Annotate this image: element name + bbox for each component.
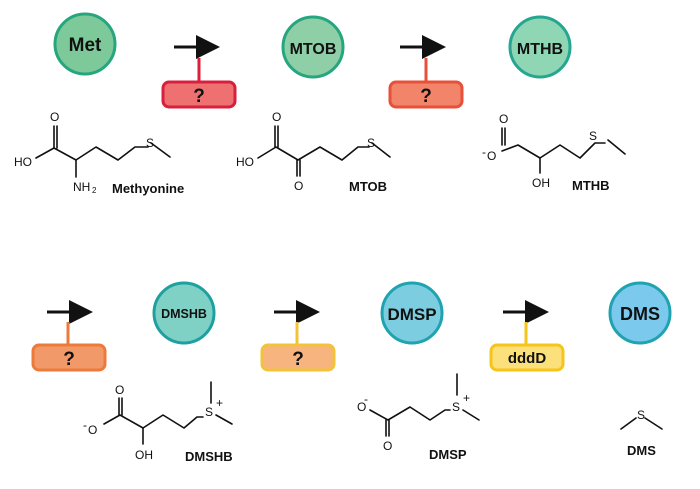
- structure-dmshb: O O - OH S + DMSHB: [83, 381, 233, 464]
- enzyme-box: [31, 343, 107, 372]
- atom-label: +: [463, 391, 470, 405]
- enzyme-node-3: ?: [31, 322, 107, 372]
- structure-mthb: O O - OH S MTHB: [482, 112, 626, 193]
- enzyme-node-5: dddD: [489, 322, 565, 372]
- atom-label: O: [115, 383, 124, 397]
- atom-label: -: [83, 418, 87, 432]
- atom-label: O: [383, 439, 392, 453]
- atom-label: S: [452, 400, 460, 414]
- metabolite-circle: [608, 281, 672, 345]
- atom-label: 2: [92, 186, 97, 195]
- enzyme-box: [489, 343, 565, 372]
- metabolite-label: MTHB: [517, 41, 563, 58]
- metabolite-circle: [281, 15, 345, 79]
- atom-label: O: [357, 400, 366, 414]
- metabolite-circle: [508, 15, 572, 79]
- atom-label: HO: [236, 155, 254, 169]
- atom-label: S: [367, 136, 375, 150]
- atom-label: O: [499, 112, 508, 126]
- atom-label: OH: [532, 176, 550, 190]
- metabolite-label: Met: [69, 35, 102, 56]
- metabolite-node-mtob: MTOB: [281, 15, 345, 79]
- metabolite-node-met: Met: [53, 12, 117, 76]
- metabolite-label: MTOB: [290, 41, 337, 58]
- enzyme-box: [161, 80, 237, 109]
- metabolite-label: DMSHB: [161, 307, 207, 321]
- structure-name: DMS: [627, 443, 656, 458]
- structure-name: DMSHB: [185, 449, 233, 464]
- atom-label: O: [487, 149, 496, 163]
- atom-label: +: [216, 396, 223, 410]
- metabolite-circle: [380, 281, 444, 345]
- atom-label: O: [88, 423, 97, 437]
- enzyme-label: ?: [420, 86, 432, 107]
- structure-name: DMSP: [429, 447, 467, 462]
- atom-label: S: [205, 405, 213, 419]
- atom-label: O: [272, 110, 281, 124]
- enzyme-node-4: ?: [260, 322, 336, 372]
- structure-name: MTHB: [572, 178, 610, 193]
- metabolite-node-dmshb: DMSHB: [152, 281, 216, 345]
- atom-label: S: [146, 136, 154, 150]
- structure-dmsp: O - O S + DMSP: [357, 373, 480, 462]
- structure-mtob: HO O O S MTOB: [236, 110, 391, 194]
- enzyme-node-1: ?: [161, 58, 237, 109]
- enzyme-box: [260, 343, 336, 372]
- atom-label: -: [364, 392, 368, 406]
- atom-label: O: [50, 110, 59, 124]
- enzyme-label: ?: [63, 349, 75, 370]
- atom-label: NH: [73, 180, 90, 194]
- structure-methyonine: HO O S NH 2 Methyonine: [14, 110, 184, 196]
- atom-label: -: [482, 145, 486, 159]
- atom-label: S: [589, 129, 597, 143]
- atom-label: S: [637, 408, 645, 422]
- atom-label: HO: [14, 155, 32, 169]
- atom-label: O: [294, 179, 303, 193]
- metabolite-label: DMSP: [387, 305, 436, 324]
- metabolite-circle: [53, 12, 117, 76]
- enzyme-label: dddD: [508, 350, 546, 367]
- structure-dms: S DMS: [620, 408, 663, 458]
- metabolite-node-mthb: MTHB: [508, 15, 572, 79]
- atom-label: OH: [135, 448, 153, 462]
- structure-name: MTOB: [349, 179, 387, 194]
- metabolite-circle: [152, 281, 216, 345]
- metabolite-node-dmsp: DMSP: [380, 281, 444, 345]
- structure-name: Methyonine: [112, 181, 184, 196]
- enzyme-label: ?: [292, 349, 304, 370]
- metabolite-node-dms: DMS: [608, 281, 672, 345]
- enzyme-label: ?: [193, 86, 205, 107]
- enzyme-box: [388, 80, 464, 109]
- metabolite-label: DMS: [620, 304, 660, 324]
- enzyme-node-2: ?: [388, 58, 464, 109]
